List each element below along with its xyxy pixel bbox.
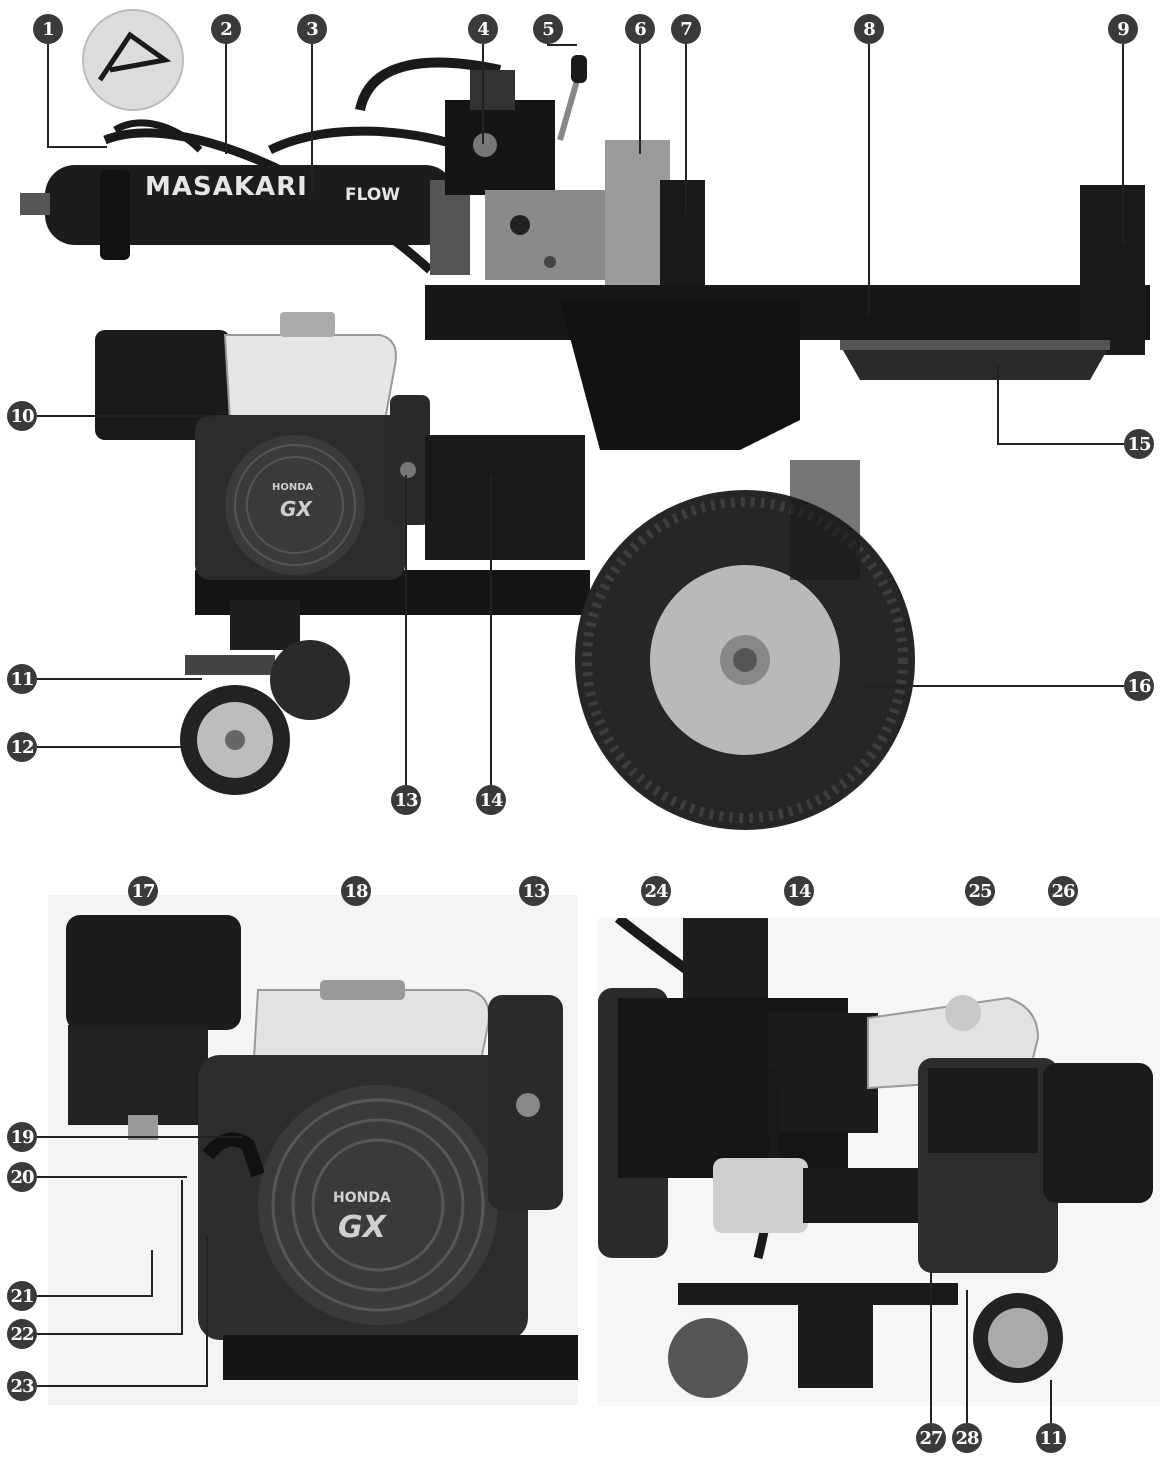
leader-11-rear	[1050, 1380, 1052, 1423]
engine-maker-label-closeup: HONDA	[333, 1190, 391, 1206]
callout-19: 19	[7, 1122, 37, 1152]
brand-decal: MASAKARI	[145, 172, 308, 202]
splitter-side-photo: MASAKARI FLOW HONDA GX	[20, 9, 1150, 830]
engine-model-label-closeup: GX	[338, 1210, 386, 1245]
leader-13	[405, 475, 407, 785]
leader-10	[37, 415, 212, 417]
leader-15-horizontal	[997, 443, 1124, 445]
flow-badge: FLOW	[345, 185, 401, 205]
leader-19	[37, 1136, 242, 1138]
leader-14	[490, 475, 492, 785]
callout-7: 7	[671, 14, 701, 44]
callout-15: 15	[1124, 429, 1154, 459]
splitter-illustration	[20, 9, 1150, 830]
callout-25: 25	[965, 876, 995, 906]
leader-7	[685, 44, 687, 214]
callout-24: 24	[641, 876, 671, 906]
callout-23: 23	[7, 1371, 37, 1401]
engine-illustration	[66, 915, 578, 1380]
callout-11: 11	[7, 664, 37, 694]
callout-13: 13	[391, 785, 421, 815]
callout-9: 9	[1108, 14, 1138, 44]
callout-6: 6	[625, 14, 655, 44]
leader-16	[858, 685, 1124, 687]
leader-2	[225, 44, 227, 154]
callout-11-rear: 11	[1036, 1423, 1066, 1453]
leader-23-horizontal	[37, 1385, 207, 1387]
callout-5: 5	[533, 14, 563, 44]
leader-12	[37, 746, 197, 748]
leader-4	[482, 44, 484, 144]
callout-22: 22	[7, 1319, 37, 1349]
engine-closeup-photo: HONDA GX	[48, 895, 578, 1405]
callout-14-rear: 14	[784, 876, 814, 906]
leader-21-vertical	[151, 1250, 153, 1297]
callout-21: 21	[7, 1281, 37, 1311]
callout-3: 3	[297, 14, 327, 44]
callout-27: 27	[916, 1423, 946, 1453]
leader-21-horizontal	[37, 1295, 152, 1297]
callout-18: 18	[341, 876, 371, 906]
rear-view-photo	[598, 918, 1160, 1406]
leader-22-vertical	[181, 1180, 183, 1335]
leader-11	[37, 678, 202, 680]
engine-model-label: GX	[280, 497, 312, 521]
leader-20	[37, 1176, 187, 1178]
callout-28: 28	[952, 1423, 982, 1453]
callout-14: 14	[476, 785, 506, 815]
callout-10: 10	[7, 401, 37, 431]
callout-20: 20	[7, 1162, 37, 1192]
leader-28	[966, 1290, 968, 1423]
callout-13-closeup: 13	[519, 876, 549, 906]
leader-1-vertical	[47, 44, 49, 148]
leader-27	[930, 1272, 932, 1423]
callout-8: 8	[854, 14, 884, 44]
leader-5	[547, 44, 577, 46]
leader-6	[639, 44, 641, 154]
leader-1-horizontal	[47, 146, 107, 148]
callout-17: 17	[128, 876, 158, 906]
callout-1: 1	[33, 14, 63, 44]
leader-15-vertical	[997, 365, 999, 445]
callout-4: 4	[468, 14, 498, 44]
leader-3	[311, 44, 313, 194]
rear-view-illustration	[598, 918, 1153, 1398]
leader-9	[1122, 44, 1124, 244]
leader-22-horizontal	[37, 1333, 182, 1335]
callout-16: 16	[1124, 671, 1154, 701]
leader-23-vertical	[206, 1235, 208, 1387]
callout-2: 2	[211, 14, 241, 44]
callout-26: 26	[1048, 876, 1078, 906]
engine-maker-label: HONDA	[272, 482, 314, 493]
callout-12: 12	[7, 732, 37, 762]
leader-8	[868, 44, 870, 314]
